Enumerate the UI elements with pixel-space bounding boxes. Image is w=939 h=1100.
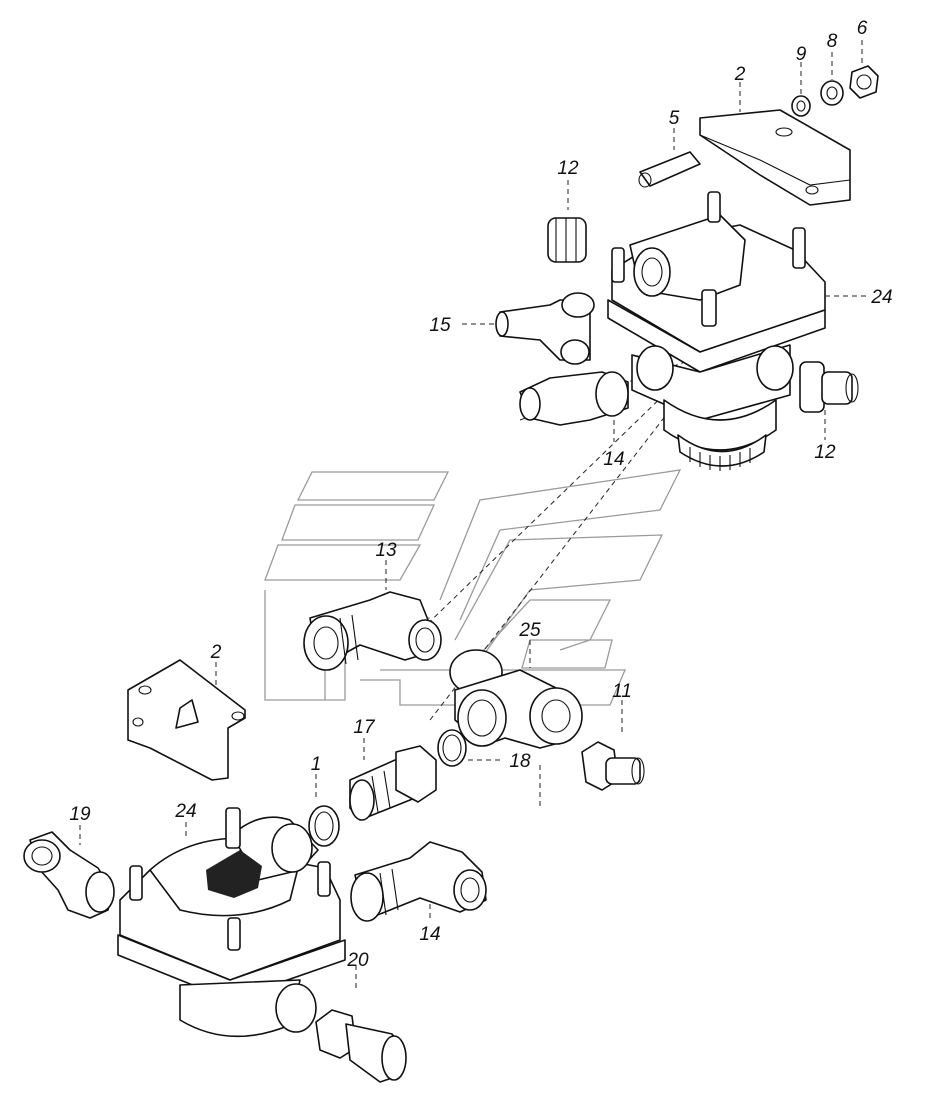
elbow-14-upper [519,371,629,426]
plug-12-upper [547,217,587,263]
tee-25 [449,649,583,749]
callout-14: 14 [419,924,440,945]
bracket-2-upper [699,109,851,206]
callout-15: 15 [429,315,451,336]
callout-24: 24 [870,287,892,308]
washer-8 [820,80,844,106]
elbow-13 [303,591,442,671]
valve-24-lower [117,807,346,1038]
fitting-20 [315,1009,407,1083]
callout-6: 6 [857,18,868,39]
ring-18 [437,729,467,767]
elbow-15 [495,292,595,365]
callout-25: 25 [518,620,541,641]
callout-labels: 6 8 9 2 5 12 24 15 14 12 13 25 2 11 17 1… [69,18,892,971]
callout-2: 2 [734,64,746,85]
ring-1 [308,805,340,847]
washer-9 [791,95,811,117]
callout-8: 8 [827,31,838,52]
plug-12-lower [799,361,859,413]
callout-12: 12 [814,442,836,463]
callout-17: 17 [353,717,376,738]
valve-24-upper [607,191,826,471]
callout-1: 1 [311,754,322,775]
callout-11: 11 [612,681,632,702]
fitting-11 [581,741,645,791]
callout-20: 20 [346,950,369,971]
callout-14: 14 [603,449,624,470]
callout-5: 5 [669,108,680,129]
callout-13: 13 [375,540,397,561]
fitting-17 [349,745,437,821]
callout-24: 24 [174,801,196,822]
nut-6 [849,65,879,99]
callout-19: 19 [69,804,91,825]
callout-2: 2 [210,642,222,663]
elbow-14-lower [350,841,487,922]
bracket-2-lower [127,659,246,781]
callout-18: 18 [509,751,531,772]
pin-5 [638,151,701,188]
elbow-19 [23,831,115,919]
callout-12: 12 [557,158,579,179]
callout-9: 9 [796,44,807,65]
